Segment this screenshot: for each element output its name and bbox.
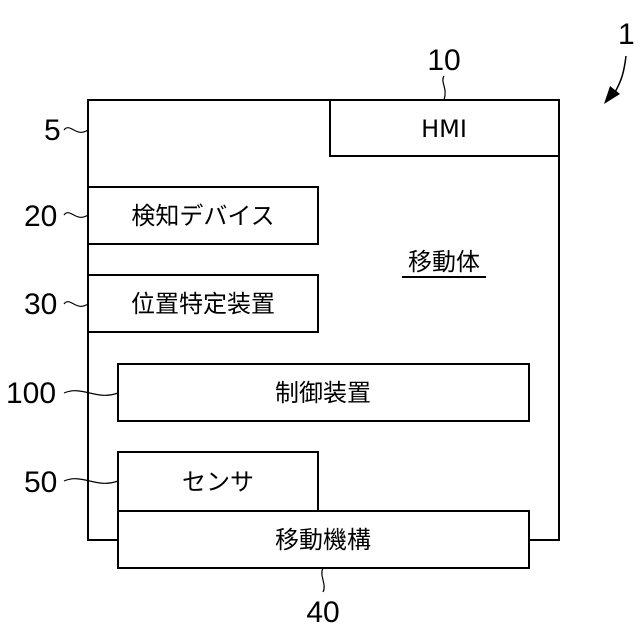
sensor-ref-leader (64, 479, 118, 484)
system-ref-leader (614, 56, 626, 94)
sensor-label: センサ (182, 468, 254, 496)
detection-device-label: 検知デバイス (131, 202, 274, 230)
moving-body-label: 移動体 (408, 248, 480, 276)
moving-mechanism-ref-number: 40 (306, 596, 339, 629)
control-device-label: 制御装置 (275, 379, 371, 407)
moving-mechanism-ref-leader (322, 568, 324, 592)
hmi-label: HMI (421, 115, 467, 143)
body-ref-leader (64, 128, 88, 133)
positioning-device-ref-number: 30 (24, 288, 57, 321)
moving-mechanism-label: 移動機構 (275, 526, 371, 554)
hmi-ref-leader (443, 76, 445, 100)
control-device-ref-number: 100 (6, 377, 56, 410)
body-ref-number: 5 (44, 114, 61, 147)
control-device-ref-leader (64, 391, 118, 396)
detection-device-ref-number: 20 (24, 200, 57, 233)
positioning-device-label: 位置特定装置 (131, 290, 275, 318)
positioning-device-ref-leader (64, 302, 88, 307)
hmi-ref-number: 10 (427, 44, 460, 77)
system-ref-number: 1 (618, 18, 635, 51)
detection-device-ref-leader (64, 213, 88, 218)
sensor-ref-number: 50 (24, 466, 57, 499)
